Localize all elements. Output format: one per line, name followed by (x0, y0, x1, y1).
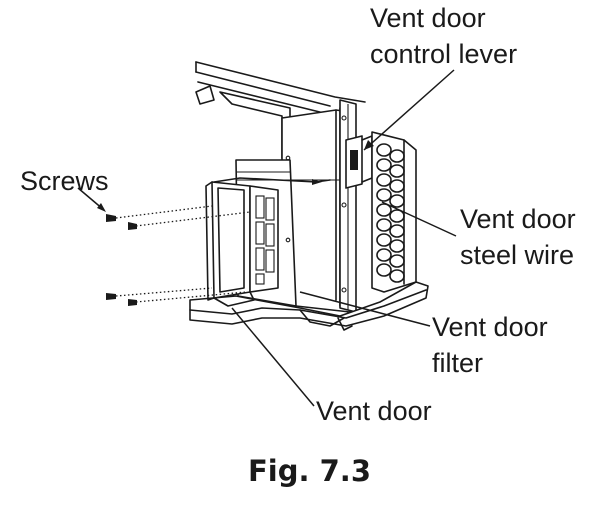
label-vent-door: Vent door (316, 396, 432, 426)
coil-loop (376, 143, 392, 157)
screw-2 (128, 222, 137, 230)
label-vent-door-control-lever-line1: Vent door (370, 3, 486, 33)
coil-loop (389, 239, 405, 253)
coil-loop (376, 203, 392, 217)
coil-loop (376, 158, 392, 172)
figure-caption: Fig. 7.3 (248, 454, 371, 488)
steel-wire-arrowhead (312, 179, 322, 185)
screw-1 (106, 214, 116, 222)
label-vent-door-filter-line2: filter (432, 348, 483, 378)
leader-lines (77, 69, 457, 407)
coil-loop (389, 254, 405, 268)
label-vent-door-steel-wire-line1: Vent door (460, 204, 576, 234)
coil-loop (376, 173, 392, 187)
base-pan (189, 281, 429, 331)
screw-3 (106, 293, 116, 300)
label-vent-door-control-lever-line2: control lever (370, 39, 517, 69)
coil-loop (376, 248, 392, 262)
coil-loop (376, 188, 392, 202)
coil-loop (389, 209, 405, 223)
screw-4 (128, 299, 137, 306)
label-vent-door-filter-line1: Vent door (432, 312, 548, 342)
coil-loop (376, 233, 392, 247)
coil-loop (389, 179, 405, 193)
coil-loop (389, 149, 405, 163)
coil-loop (389, 164, 405, 178)
coil-loop (376, 218, 392, 232)
label-vent-door-steel-wire-line2: steel wire (460, 240, 574, 270)
screws (106, 205, 251, 306)
condenser-coil (371, 131, 417, 293)
coil-loop (376, 263, 392, 277)
vent-door-filter (249, 185, 279, 293)
coil-loop (389, 224, 405, 238)
label-screws: Screws (20, 166, 109, 196)
coil-loop (389, 194, 405, 208)
coil-loop (389, 269, 405, 283)
vent-door (205, 181, 255, 307)
vent-door-steel-wire (213, 177, 331, 183)
